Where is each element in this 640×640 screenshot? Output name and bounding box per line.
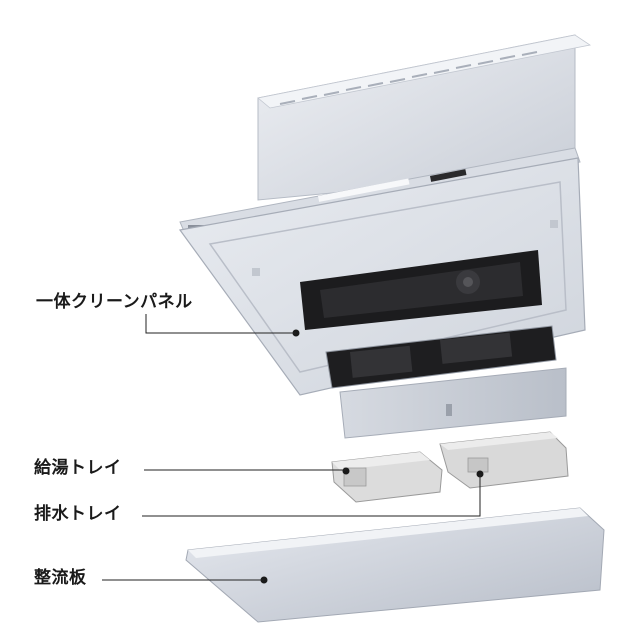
vent-slots [279, 51, 538, 105]
baffle-plate-label: 整流板 [34, 568, 87, 588]
hood-skirt [339, 367, 567, 439]
drain-leader-line [142, 474, 481, 517]
hood-body [257, 34, 592, 201]
panel-leader-line [145, 314, 296, 334]
supply-tray [331, 451, 443, 503]
supply-tray-label: 給湯トレイ [34, 458, 122, 478]
drain-tray [439, 431, 569, 489]
baffle-plate [185, 507, 605, 623]
callout-lines [102, 314, 481, 581]
drain-tray-label: 排水トレイ [34, 504, 122, 524]
fan-chamber [325, 325, 557, 389]
supply-callout-dot [342, 467, 350, 475]
clean-panel-label: 一体クリーンパネル [36, 292, 193, 312]
